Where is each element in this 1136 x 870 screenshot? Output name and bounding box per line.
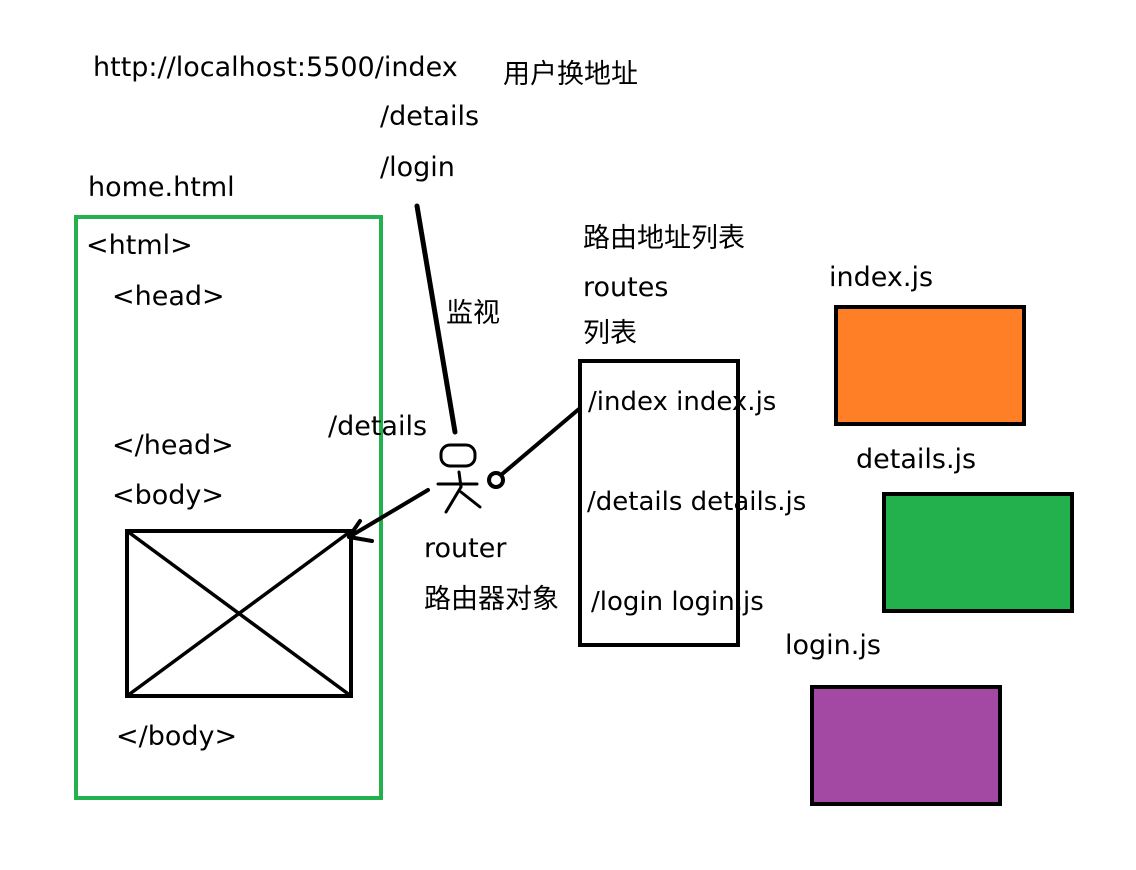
user-change-address-label: 用户换地址: [503, 59, 638, 90]
watch-line: [414, 203, 458, 435]
route-entry: /details details.js: [587, 486, 806, 518]
route-path: /login: [591, 587, 664, 617]
path-details-text: /details: [380, 101, 480, 132]
index-js-block: [834, 305, 1026, 426]
head-close-tag: </head>: [112, 430, 234, 461]
home-html-label: home.html: [88, 172, 235, 203]
route-path: /index: [588, 387, 668, 417]
path-login-text: /login: [380, 152, 455, 183]
head-open-tag: <head>: [112, 281, 225, 312]
body-open-tag: <body>: [112, 480, 225, 511]
route-file: details.js: [690, 487, 807, 517]
body-close-tag: </body>: [116, 721, 238, 752]
router-figure-icon: [436, 443, 482, 514]
route-file: index.js: [676, 387, 777, 417]
login-js-label: login.js: [785, 630, 881, 661]
routes-subtitle: 列表: [583, 318, 637, 349]
login-js-block: [810, 685, 1002, 806]
body-placeholder-box: [125, 529, 353, 698]
watch-label: 监视: [446, 298, 500, 329]
router-name-label: router: [424, 533, 507, 564]
route-file: login.js: [671, 587, 764, 617]
routes-title: 路由地址列表: [583, 223, 745, 254]
route-entry: /login login.js: [591, 586, 764, 618]
render-arrow: [347, 488, 430, 543]
details-js-block: [882, 492, 1074, 613]
html-open-tag: <html>: [86, 230, 193, 261]
routes-list-box: [578, 359, 740, 647]
url-text: http://localhost:5500/index: [93, 52, 458, 83]
route-path: /details: [587, 487, 683, 517]
home-html-frame: [74, 215, 383, 800]
index-js-label: index.js: [829, 262, 934, 293]
router-caption-label: 路由器对象: [424, 584, 559, 615]
current-path-label: /details: [328, 411, 428, 442]
details-js-label: details.js: [856, 444, 977, 475]
router-routes-connector: [487, 407, 581, 489]
route-entry: /index index.js: [588, 386, 776, 418]
routes-name: routes: [583, 272, 669, 303]
